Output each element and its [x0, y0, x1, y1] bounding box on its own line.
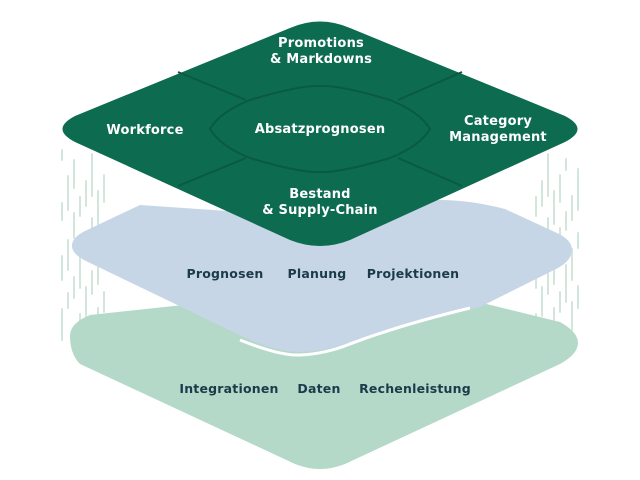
label-projektionen: Projektionen	[367, 266, 460, 281]
label-management: Management	[449, 130, 547, 145]
label-integrationen: Integrationen	[179, 381, 278, 396]
label-category: Category	[464, 114, 532, 129]
label-daten: Daten	[297, 381, 340, 396]
label-planung: Planung	[288, 266, 347, 281]
top-layer-dividers	[177, 71, 463, 187]
label-workforce: Workforce	[106, 123, 183, 138]
bottom-layer	[70, 300, 578, 469]
label-promotions: Promotions	[278, 36, 364, 51]
middle-layer-edge	[239, 306, 471, 357]
label-bestand: Bestand	[289, 187, 350, 202]
label-absatzprognosen: Absatzprognosen	[255, 122, 386, 137]
label-supply-chain: & Supply-Chain	[262, 203, 378, 218]
label-rechenleistung: Rechenleistung	[359, 381, 471, 396]
label-markdowns: & Markdowns	[270, 52, 372, 67]
label-prognosen: Prognosen	[187, 266, 264, 281]
